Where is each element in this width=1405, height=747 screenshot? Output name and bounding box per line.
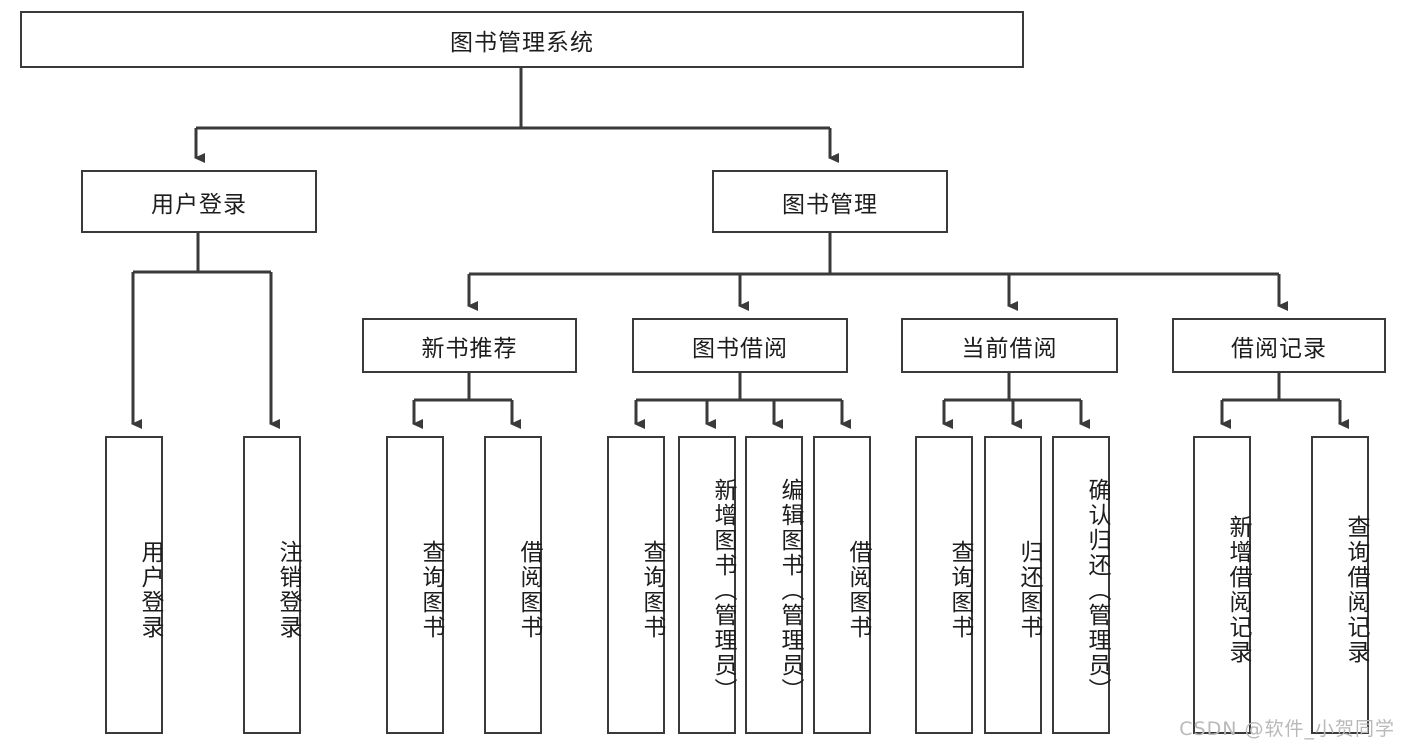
node-label: 借阅图书: [516, 540, 542, 640]
node-label: 图书借阅: [692, 335, 788, 362]
leaf-add-borrow-record[interactable]: 新增借阅记录: [1193, 436, 1251, 734]
leaf-confirm-return[interactable]: 确认归还（管理员）: [1052, 436, 1110, 734]
node-label: 注销登录: [275, 540, 301, 640]
node-label: 确认归还（管理员）: [1084, 477, 1110, 703]
leaf-query-book-1[interactable]: 查询图书: [386, 436, 444, 734]
leaf-query-book-3[interactable]: 查询图书: [915, 436, 973, 734]
watermark: CSDN @软件_小贺同学: [1179, 718, 1395, 740]
node-book-borrow[interactable]: 图书借阅: [632, 318, 848, 373]
leaf-user-login[interactable]: 用户登录: [105, 436, 163, 734]
node-label: 借阅图书: [845, 540, 871, 640]
node-label: 当前借阅: [961, 335, 1058, 362]
node-label: 编辑图书（管理员）: [777, 477, 803, 703]
node-label: 新增借阅记录: [1225, 515, 1251, 665]
node-borrow-record[interactable]: 借阅记录: [1172, 318, 1386, 373]
leaf-edit-book[interactable]: 编辑图书（管理员）: [745, 436, 803, 734]
leaf-query-borrow-record[interactable]: 查询借阅记录: [1311, 436, 1369, 734]
leaf-return-book[interactable]: 归还图书: [984, 436, 1042, 734]
node-label: 查询借阅记录: [1343, 515, 1369, 665]
leaf-query-book-2[interactable]: 查询图书: [607, 436, 665, 734]
node-label: 用户登录: [151, 191, 247, 218]
node-label: 查询图书: [418, 540, 444, 640]
node-label: 新增图书（管理员）: [710, 477, 736, 703]
node-label: 新书推荐: [421, 335, 518, 362]
node-current-borrow[interactable]: 当前借阅: [901, 318, 1118, 373]
node-label: 查询图书: [639, 540, 665, 640]
node-label: 归还图书: [1016, 540, 1042, 640]
node-label: 查询图书: [947, 540, 973, 640]
node-book-management-system[interactable]: 图书管理系统: [20, 11, 1024, 68]
leaf-add-book[interactable]: 新增图书（管理员）: [678, 436, 736, 734]
node-user-login[interactable]: 用户登录: [81, 170, 317, 233]
node-new-book-recommend[interactable]: 新书推荐: [362, 318, 577, 373]
leaf-borrow-book-1[interactable]: 借阅图书: [484, 436, 542, 734]
node-label: 借阅记录: [1231, 335, 1327, 362]
node-label: 图书管理: [782, 191, 878, 218]
leaf-borrow-book-2[interactable]: 借阅图书: [813, 436, 871, 734]
node-label: 用户登录: [137, 540, 163, 640]
leaf-logout-login[interactable]: 注销登录: [243, 436, 301, 734]
node-label: 图书管理系统: [450, 29, 594, 56]
node-book-management[interactable]: 图书管理: [712, 170, 948, 233]
